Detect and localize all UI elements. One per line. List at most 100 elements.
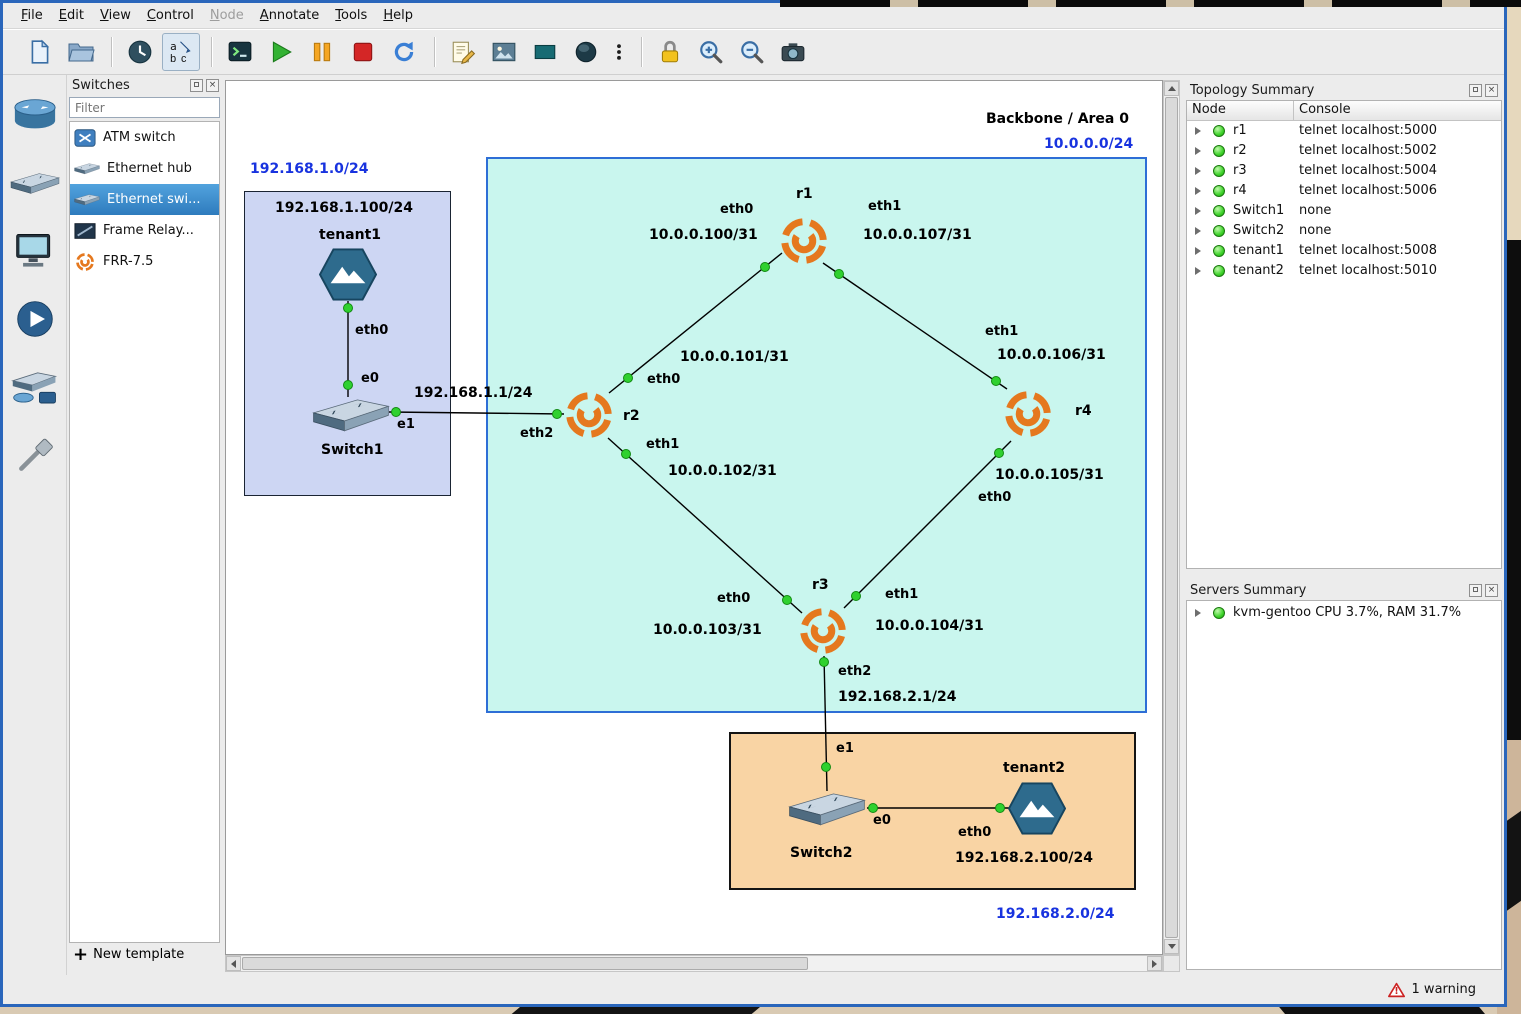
expand-arrow-icon[interactable] xyxy=(1195,207,1201,215)
dock-close-button[interactable]: × xyxy=(1485,84,1498,97)
topology-row-tenant1[interactable]: tenant1 telnet localhost:5008 xyxy=(1187,241,1501,261)
topology-row-r1[interactable]: r1 telnet localhost:5000 xyxy=(1187,121,1501,141)
warning-count-label[interactable]: 1 warning xyxy=(1412,982,1476,997)
dock-close-button[interactable]: × xyxy=(1485,584,1498,597)
link-endpoint-dot xyxy=(995,449,1004,458)
expand-arrow-icon[interactable] xyxy=(1195,127,1201,135)
draw-rectangle-button[interactable] xyxy=(526,33,564,71)
expand-arrow-icon[interactable] xyxy=(1195,167,1201,175)
backbone-subnet-label: 10.0.0.0/24 xyxy=(1044,136,1133,152)
snapshot-button[interactable] xyxy=(121,33,159,71)
browse-switches-button[interactable] xyxy=(8,159,62,207)
template-item-frame-relay[interactable]: Frame Relay... xyxy=(70,215,219,246)
node-tenant2[interactable] xyxy=(1008,782,1066,835)
expand-arrow-icon[interactable] xyxy=(1195,147,1201,155)
topology-row-switch1[interactable]: Switch1 none xyxy=(1187,201,1501,221)
browse-routers-button[interactable] xyxy=(8,91,62,139)
status-led-icon xyxy=(1213,125,1225,137)
column-node[interactable]: Node xyxy=(1187,101,1294,120)
toolbar-separator xyxy=(111,37,113,67)
canvas-horizontal-scrollbar[interactable] xyxy=(225,955,1163,972)
template-item-ethernet-switch[interactable]: Ethernet swi... xyxy=(70,184,219,215)
column-console[interactable]: Console xyxy=(1294,101,1501,120)
screenshot-button[interactable] xyxy=(774,33,812,71)
expand-arrow-icon[interactable] xyxy=(1195,227,1201,235)
topology-row-r2[interactable]: r2 telnet localhost:5002 xyxy=(1187,141,1501,161)
menu-file[interactable]: File xyxy=(13,5,51,26)
iface-label: eth0 xyxy=(717,591,750,606)
template-filter-input[interactable] xyxy=(69,97,220,118)
browse-end-devices-button[interactable] xyxy=(8,227,62,275)
svg-text:a: a xyxy=(170,40,177,53)
stop-button[interactable] xyxy=(344,33,382,71)
expand-arrow-icon[interactable] xyxy=(1195,187,1201,195)
expand-arrow-icon[interactable] xyxy=(1195,609,1201,617)
dock-float-button[interactable] xyxy=(1469,584,1482,597)
more-tools-button[interactable] xyxy=(608,33,630,71)
warning-icon[interactable]: ! xyxy=(1388,982,1405,998)
template-item-frr[interactable]: FRR-7.5 xyxy=(70,246,219,277)
topology-canvas[interactable]: Backbone / Area 0 10.0.0.0/24 192.168.1.… xyxy=(225,80,1163,955)
lock-button[interactable] xyxy=(651,33,689,71)
browse-all-devices-button[interactable] xyxy=(8,363,62,411)
start-button[interactable] xyxy=(262,33,300,71)
node-tenant1[interactable] xyxy=(319,248,377,301)
link-switch1-r2[interactable] xyxy=(389,412,564,414)
add-link-button[interactable] xyxy=(8,431,62,479)
device-category-toolbar xyxy=(3,75,67,975)
new-project-button[interactable] xyxy=(21,33,59,71)
topology-row-tenant2[interactable]: tenant2 telnet localhost:5010 xyxy=(1187,261,1501,281)
horizontal-scroll-thumb[interactable] xyxy=(242,957,808,970)
menu-edit[interactable]: Edit xyxy=(51,5,92,26)
node-r3[interactable] xyxy=(795,603,851,659)
scroll-right-arrow[interactable] xyxy=(1147,956,1162,971)
draw-ellipse-button[interactable] xyxy=(567,33,605,71)
menu-bar: File Edit View Control Node Annotate Too… xyxy=(3,3,1504,29)
dock-float-button[interactable] xyxy=(190,79,203,92)
node-switch2[interactable] xyxy=(788,789,866,828)
menu-control[interactable]: Control xyxy=(139,5,202,26)
node-r4[interactable] xyxy=(1000,386,1056,442)
topology-row-r4[interactable]: r4 telnet localhost:5006 xyxy=(1187,181,1501,201)
insert-image-button[interactable] xyxy=(485,33,523,71)
console-button[interactable] xyxy=(221,33,259,71)
menu-tools[interactable]: Tools xyxy=(327,5,375,26)
topology-row-r3[interactable]: r3 telnet localhost:5004 xyxy=(1187,161,1501,181)
link-r2-r1[interactable] xyxy=(609,253,782,393)
zoom-in-button[interactable] xyxy=(692,33,730,71)
menu-annotate[interactable]: Annotate xyxy=(252,5,328,26)
template-item-ethernet-hub[interactable]: Ethernet hub xyxy=(70,153,219,184)
menu-help[interactable]: Help xyxy=(375,5,421,26)
reload-button[interactable] xyxy=(385,33,423,71)
suspend-button[interactable] xyxy=(303,33,341,71)
open-project-button[interactable] xyxy=(62,33,100,71)
add-note-button[interactable] xyxy=(444,33,482,71)
iface-label: eth2 xyxy=(838,664,871,679)
console-names-button[interactable]: abc xyxy=(162,33,200,71)
node-r1[interactable] xyxy=(776,213,832,269)
scroll-left-arrow[interactable] xyxy=(226,956,241,971)
toolbar-separator xyxy=(641,37,643,67)
browse-security-devices-button[interactable] xyxy=(8,295,62,343)
expand-arrow-icon[interactable] xyxy=(1195,267,1201,275)
dock-float-button[interactable] xyxy=(1469,84,1482,97)
link-ip-label: 10.0.0.101/31 xyxy=(680,349,789,365)
zoom-out-button[interactable] xyxy=(733,33,771,71)
topology-row-switch2[interactable]: Switch2 none xyxy=(1187,221,1501,241)
node-r2[interactable] xyxy=(561,387,617,443)
link-r1-r4[interactable] xyxy=(823,263,1007,389)
dock-close-button[interactable]: × xyxy=(206,79,219,92)
canvas-vertical-scrollbar[interactable] xyxy=(1163,80,1180,955)
scroll-down-arrow[interactable] xyxy=(1164,939,1179,954)
template-item-atm-switch[interactable]: ATM switch xyxy=(70,122,219,153)
new-template-button[interactable]: + New template xyxy=(73,947,184,962)
node-switch1[interactable] xyxy=(312,395,390,434)
expand-arrow-icon[interactable] xyxy=(1195,247,1201,255)
topology-summary-body: Node Console r1 telnet localhost:5000 r2… xyxy=(1186,100,1502,569)
server-row-kvm-gentoo[interactable]: kvm-gentoo CPU 3.7%, RAM 31.7% xyxy=(1187,603,1501,623)
computer-icon xyxy=(13,232,57,270)
scroll-up-arrow[interactable] xyxy=(1164,81,1179,96)
vertical-scroll-thumb[interactable] xyxy=(1165,97,1178,938)
link-r3-r4[interactable] xyxy=(844,441,1011,608)
menu-view[interactable]: View xyxy=(92,5,139,26)
